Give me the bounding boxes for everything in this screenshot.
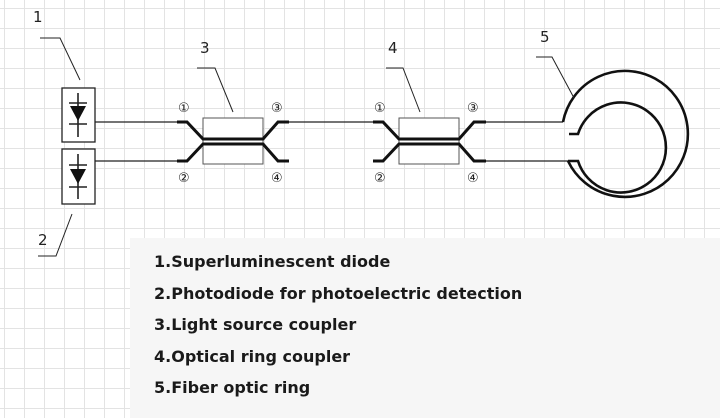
- svg-text:③: ③: [467, 101, 479, 116]
- optical-ring-coupler: ① ② ③ ④: [373, 101, 486, 186]
- svg-text:3: 3: [200, 39, 210, 57]
- callout-3: 3: [197, 39, 234, 113]
- photodiode: [61, 148, 96, 205]
- legend-item-2: 2.Photodiode for photoelectric detection: [154, 283, 523, 303]
- callout-4: 4: [386, 39, 421, 113]
- legend-item-1: 1.Superluminescent diode: [154, 252, 391, 271]
- superluminescent-diode: [61, 87, 96, 143]
- fiber-optic-ring: [561, 69, 690, 199]
- callout-5: 5: [536, 28, 575, 99]
- svg-text:④: ④: [467, 171, 479, 186]
- svg-text:①: ①: [374, 101, 386, 116]
- svg-text:④: ④: [271, 171, 283, 186]
- svg-text:②: ②: [178, 171, 190, 186]
- legend: 1.Superluminescent diode 2.Photodiode fo…: [130, 238, 720, 418]
- callout-1: 1: [33, 8, 81, 81]
- svg-text:①: ①: [178, 101, 190, 116]
- svg-text:4: 4: [388, 39, 398, 57]
- legend-item-4: 4.Optical ring coupler: [154, 346, 351, 366]
- light-source-coupler: ① ② ③ ④: [177, 101, 289, 186]
- callout-2: 2: [38, 213, 73, 257]
- svg-text:②: ②: [374, 171, 386, 186]
- svg-text:③: ③: [271, 101, 283, 116]
- svg-text:5: 5: [540, 28, 550, 46]
- svg-text:1: 1: [33, 8, 43, 26]
- legend-item-5: 5.Fiber optic ring: [154, 378, 311, 397]
- svg-text:2: 2: [38, 231, 48, 249]
- legend-item-3: 3.Light source coupler: [154, 315, 357, 334]
